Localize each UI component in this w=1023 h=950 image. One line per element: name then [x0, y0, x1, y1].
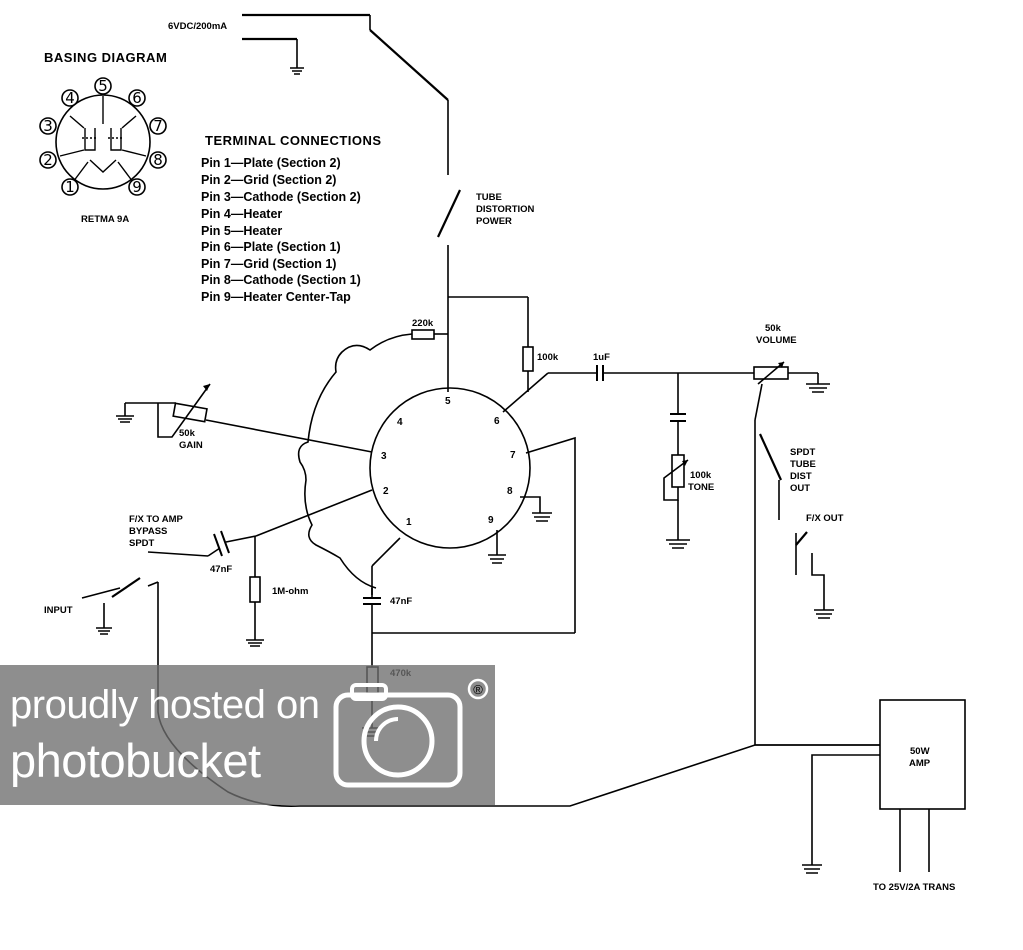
- basing-pin-7: 7: [153, 117, 163, 135]
- tone-capacitor: [670, 413, 686, 422]
- terminal-line-7: Pin 7—Grid (Section 1): [201, 257, 336, 271]
- resistor-220k: [411, 329, 435, 340]
- tube-pin-6: 6: [494, 416, 500, 427]
- gain-ground-icon: [116, 415, 134, 423]
- spdt-out-label-2: TUBE: [790, 459, 816, 470]
- basing-pin-5: 5: [98, 77, 108, 95]
- basing-caption: RETMA 9A: [81, 214, 129, 225]
- pin8-ground-icon: [532, 512, 552, 522]
- terminal-line-2: Pin 2—Grid (Section 2): [201, 173, 336, 187]
- photobucket-watermark: proudly hosted on photobucket ®: [0, 665, 495, 805]
- output-section: 100k 1uF 50k VOLUME: [448, 296, 830, 745]
- tube-pin-9: 9: [488, 515, 494, 526]
- spdt-out-section: SPDT TUBE DIST OUT F/X OUT: [758, 433, 844, 619]
- basing-title: BASING DIAGRAM: [44, 50, 167, 65]
- amp-section: 50W AMP TO 25V/2A TRANS: [755, 699, 966, 893]
- volume-label-2: VOLUME: [756, 335, 797, 346]
- basing-pin-1: 1: [65, 178, 75, 196]
- gain-label-2: GAIN: [179, 440, 203, 451]
- tube-pin-4: 4: [397, 417, 403, 428]
- gain-section: 50k GAIN: [116, 383, 373, 453]
- capacitor-47nf-input: [213, 530, 230, 557]
- tube-pin-5: 5: [445, 396, 451, 407]
- basing-pin-8: 8: [153, 151, 163, 169]
- fx-bypass-label-2: BYPASS: [129, 526, 167, 537]
- tube-power-label-3: POWER: [476, 216, 512, 227]
- basing-pin-6: 6: [132, 89, 142, 107]
- watermark-line1: proudly hosted on: [10, 683, 320, 727]
- resistor-100k: [522, 346, 534, 372]
- terminal-line-3: Pin 3—Cathode (Section 2): [201, 190, 361, 204]
- resistor-1m: [249, 576, 261, 603]
- watermark-line2: photobucket: [10, 734, 261, 787]
- tube-power-label-2: DISTORTION: [476, 204, 535, 215]
- basing-pin-3: 3: [43, 117, 53, 135]
- terminal-line-8: Pin 8—Cathode (Section 1): [201, 273, 361, 287]
- trans-label: TO 25V/2A TRANS: [873, 882, 955, 893]
- c47nf-in-label: 47nF: [210, 564, 232, 575]
- fx-bypass-label-1: F/X TO AMP: [129, 514, 184, 525]
- feedback-section: 220k: [297, 318, 448, 595]
- pin8-9-grounds: [488, 496, 552, 564]
- terminal-line-4: Pin 4—Heater: [201, 207, 282, 221]
- tone-label-2: TONE: [688, 482, 714, 493]
- amp-label-1: 50W: [910, 746, 930, 757]
- fx-out-label: F/X OUT: [806, 513, 844, 524]
- tube-circle: [369, 387, 531, 549]
- input-ground-icon: [96, 627, 112, 635]
- c1uf-label: 1uF: [593, 352, 610, 363]
- basing-pin-4: 4: [65, 89, 75, 107]
- input-label: INPUT: [44, 605, 73, 616]
- fx-out-ground-icon: [814, 609, 834, 619]
- fx-bypass-label-3: SPDT: [129, 538, 155, 549]
- tube-pin-2: 2: [383, 486, 389, 497]
- terminal-line-9: Pin 9—Heater Center-Tap: [201, 290, 351, 304]
- tube-power-label-1: TUBE: [476, 192, 502, 203]
- terminal-line-5: Pin 5—Heater: [201, 224, 282, 238]
- tone-section: 100k TONE: [663, 373, 714, 549]
- terminal-title: TERMINAL CONNECTIONS: [205, 133, 382, 148]
- supply-label: 6VDC/200mA: [168, 21, 227, 32]
- volume-ground-icon: [806, 383, 830, 393]
- terminal-line-1: Pin 1—Plate (Section 2): [201, 156, 341, 170]
- basing-pin-9: 9: [132, 178, 142, 196]
- c47nf-cath-label: 47nF: [390, 596, 412, 607]
- basing-pin-circles: [39, 77, 167, 196]
- terminal-connections: TERMINAL CONNECTIONS Pin 1—Plate (Sectio…: [201, 133, 382, 304]
- tube-pin-7: 7: [510, 450, 516, 461]
- tone-label-1: 100k: [690, 470, 712, 481]
- tube-pin-8: 8: [507, 486, 513, 497]
- r100k-label: 100k: [537, 352, 559, 363]
- registered-mark: ®: [473, 682, 483, 697]
- r220k-label: 220k: [412, 318, 434, 329]
- supply-ground-icon: [290, 67, 304, 75]
- power-section: 6VDC/200mA TUBE DISTORTION POWER: [168, 13, 535, 392]
- basing-tube-sketch: [59, 96, 147, 187]
- spdt-out-label-3: DIST: [790, 471, 812, 482]
- basing-pin-2: 2: [43, 151, 53, 169]
- amp-label-2: AMP: [909, 758, 931, 769]
- spdt-out-label-4: OUT: [790, 483, 810, 494]
- tube-socket: 1 2 3 4 5 6 7 8 9: [369, 387, 531, 549]
- gain-label-1: 50k: [179, 428, 196, 439]
- tone-ground-icon: [666, 539, 690, 549]
- basing-socket-circle: [55, 94, 151, 190]
- tube-pin-3: 3: [381, 451, 387, 462]
- terminal-line-6: Pin 6—Plate (Section 1): [201, 240, 341, 254]
- capacitor-47nf-cathode: [363, 597, 381, 605]
- pin9-ground-icon: [488, 554, 506, 564]
- spdt-out-label-1: SPDT: [790, 447, 816, 458]
- basing-diagram: BASING DIAGRAM: [39, 50, 167, 225]
- r1m-label: 1M-ohm: [272, 586, 308, 597]
- volume-label-1: 50k: [765, 323, 782, 334]
- capacitor-1uf: [596, 365, 604, 381]
- tube-pin-1: 1: [406, 517, 412, 528]
- amp-box: [879, 699, 966, 810]
- r1m-ground-icon: [246, 639, 264, 647]
- camera-logo-icon: ®: [333, 678, 489, 788]
- amp-ground-icon: [802, 864, 822, 874]
